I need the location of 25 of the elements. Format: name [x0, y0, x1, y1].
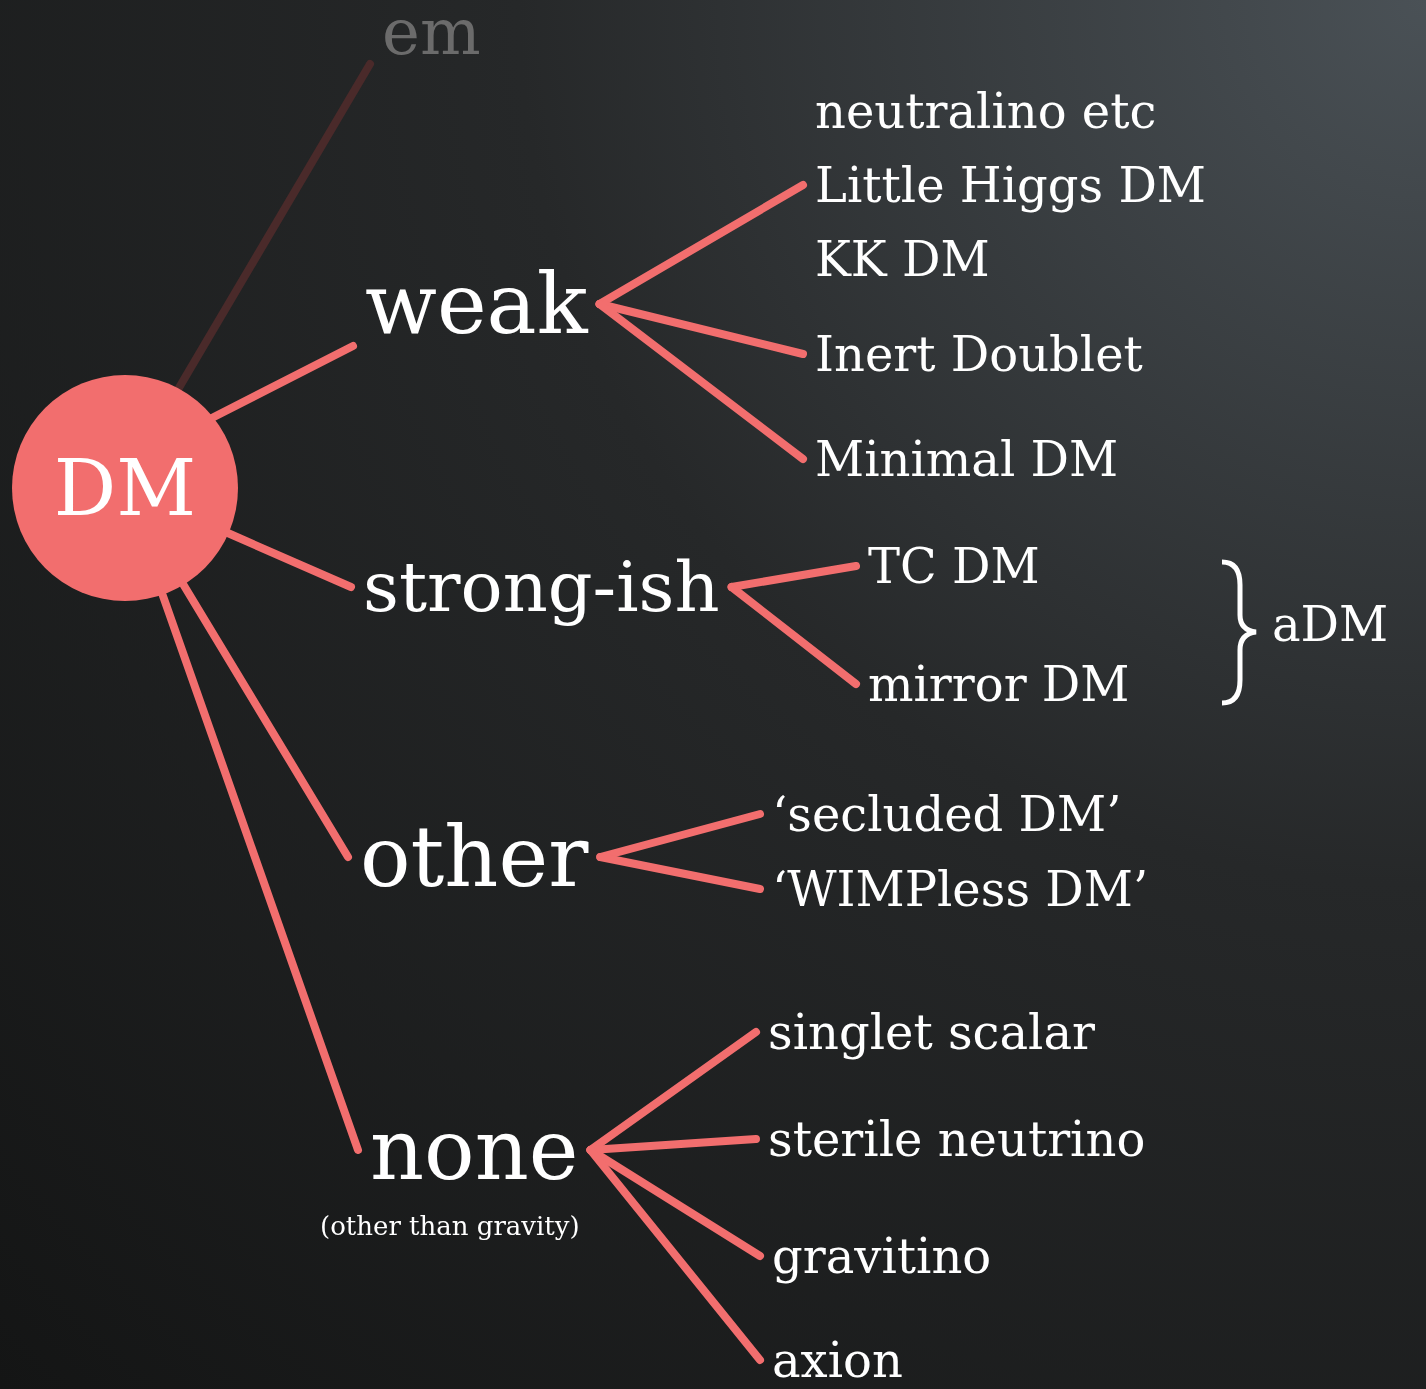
model-label: mirror DM	[868, 660, 1130, 708]
model-label: sterile neutrino	[768, 1115, 1146, 1163]
model-label: KK DM	[815, 230, 991, 289]
connector-line	[596, 853, 764, 893]
model-label: Inert Doublet	[815, 330, 1143, 378]
note-text: (other than gravity)	[320, 1213, 580, 1239]
model-label: ‘WIMPless DM’	[772, 865, 1149, 913]
model-label: TC DM	[868, 542, 1040, 590]
group-label: aDM	[1272, 600, 1389, 648]
category-label: weak	[365, 262, 588, 346]
connector-line	[586, 1146, 764, 1260]
connector-line	[727, 583, 860, 688]
connector-line	[586, 1146, 764, 1364]
model-label: Little Higgs DM	[815, 156, 1206, 215]
connector-line	[727, 562, 860, 591]
model-label: ‘secluded DM’	[772, 790, 1122, 838]
connector-line	[595, 300, 807, 463]
connector-line	[595, 181, 807, 308]
model-label: neutralino etc	[815, 82, 1158, 141]
category-label: other	[360, 815, 589, 899]
category-label: em	[382, 0, 481, 64]
model-label: Minimal DM	[815, 435, 1119, 483]
connector-line	[595, 300, 807, 358]
model-label: axion	[772, 1336, 903, 1384]
category-label: none	[370, 1108, 579, 1192]
